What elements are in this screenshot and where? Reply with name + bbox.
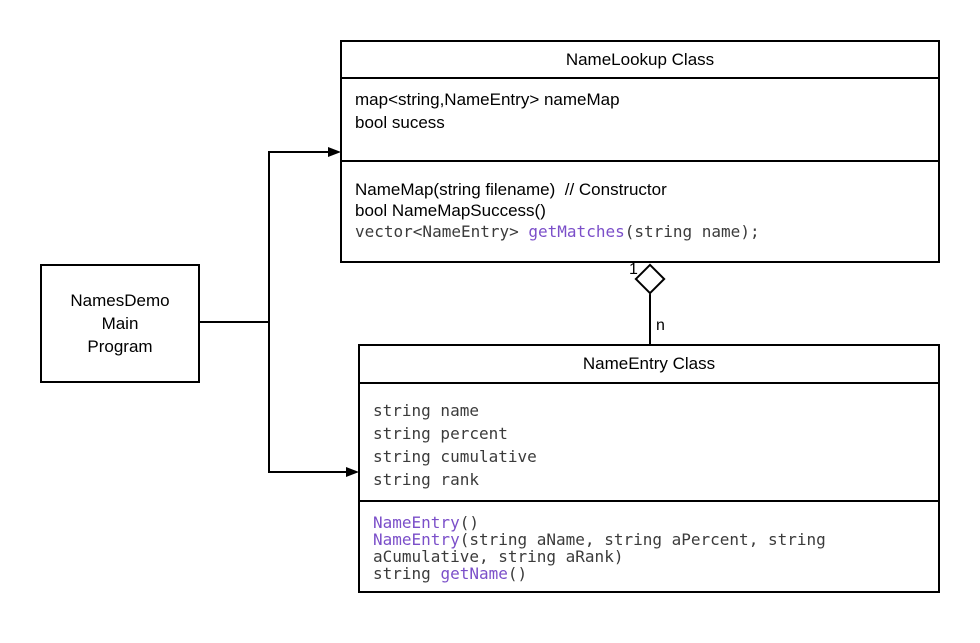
nameentry-class-box: NameEntry Class string name string percen…: [358, 344, 940, 593]
namelookup-methods: NameMap(string filename) // Constructor b…: [342, 162, 938, 242]
code-text: map<string,NameEntry> nameMap: [355, 90, 620, 109]
highlighted-identifier: NameEntry: [373, 530, 460, 549]
attribute-line: string cumulative: [373, 445, 938, 468]
code-text: (string name);: [624, 222, 760, 241]
code-text: (): [459, 513, 479, 532]
code-text: NameMap(string filename) // Constructor: [355, 180, 667, 199]
namelookup-class-box: NameLookup Class map<string,NameEntry> n…: [340, 40, 940, 263]
aggregation-diamond-icon: [634, 263, 666, 295]
method-line: aCumulative, string aRank): [373, 548, 938, 565]
attribute-line: map<string,NameEntry> nameMap: [355, 88, 938, 111]
nameentry-methods: NameEntry()NameEntry(string aName, strin…: [360, 502, 938, 582]
namesdemo-label-line: Program: [87, 337, 153, 356]
attribute-line: bool sucess: [355, 111, 938, 134]
namelookup-attributes: map<string,NameEntry> nameMap bool sucess: [342, 79, 938, 162]
arrowhead-nameentry-icon: [346, 467, 359, 477]
attribute-line: string rank: [373, 468, 938, 491]
method-line: NameEntry(): [373, 514, 938, 531]
namesdemo-label-line: NamesDemo: [70, 291, 170, 310]
nameentry-title: NameEntry Class: [360, 346, 938, 384]
multiplicity-one-label: 1: [629, 261, 638, 278]
connector-to-namelookup: [268, 151, 329, 153]
namesdemo-label-line: Main: [101, 314, 139, 333]
method-line: string getName(): [373, 565, 938, 582]
code-text: (string aName, string aPercent, string: [459, 530, 826, 549]
attribute-line: string percent: [373, 422, 938, 445]
highlighted-identifier: getMatches: [528, 222, 625, 241]
method-line: bool NameMapSuccess(): [355, 200, 938, 221]
code-text: aCumulative, string aRank): [373, 547, 624, 566]
code-text: vector<NameEntry>: [355, 222, 529, 241]
code-text: string percent: [373, 424, 508, 443]
aggregation-stem: [649, 293, 651, 344]
code-text: string cumulative: [373, 447, 537, 466]
multiplicity-n-label: n: [656, 317, 665, 334]
namelookup-title: NameLookup Class: [342, 42, 938, 79]
code-text: string rank: [373, 470, 479, 489]
code-text: (): [507, 564, 528, 583]
method-line: NameEntry(string aName, string aPercent,…: [373, 531, 938, 548]
arrowhead-namelookup-icon: [328, 147, 341, 157]
attribute-line: string name: [373, 399, 938, 422]
highlighted-identifier: NameEntry: [373, 513, 460, 532]
connector-main-stub: [200, 321, 269, 323]
method-line: NameMap(string filename) // Constructor: [355, 179, 938, 200]
nameentry-attributes: string name string percent string cumulati…: [360, 384, 938, 502]
method-line: vector<NameEntry> getMatches(string name…: [355, 221, 938, 242]
code-text: bool sucess: [355, 113, 445, 132]
connector-branch-vertical: [268, 151, 270, 473]
connector-to-nameentry: [268, 471, 347, 473]
code-text: string: [373, 564, 441, 583]
code-text: bool NameMapSuccess(): [355, 201, 546, 220]
code-text: string name: [373, 401, 479, 420]
highlighted-identifier: getName: [440, 564, 508, 583]
